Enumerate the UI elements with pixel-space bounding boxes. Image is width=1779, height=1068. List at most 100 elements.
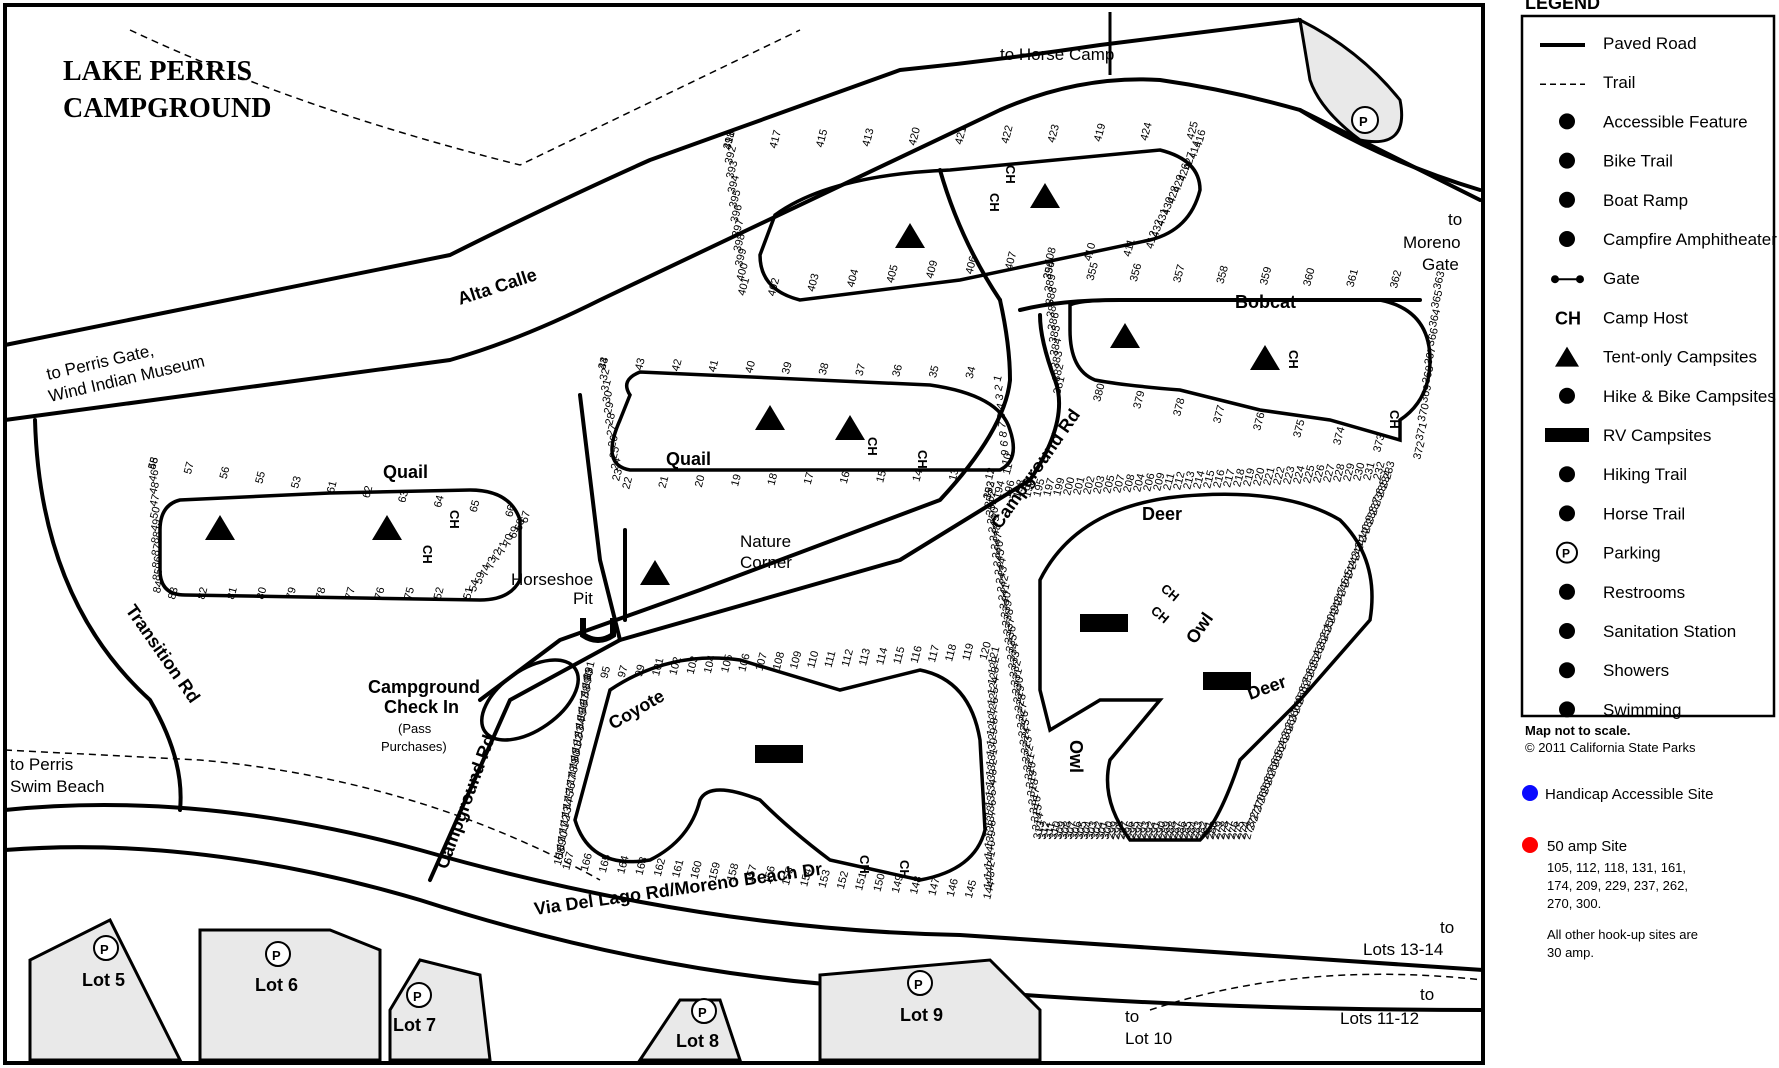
bicycle-icon (1559, 152, 1575, 169)
camp-host-icon: CH (1555, 308, 1581, 328)
campsite-number: 388 (1044, 286, 1060, 307)
campsite-number: 244 (1343, 559, 1359, 580)
campsite-number: 59 (473, 571, 488, 586)
tent-icon (205, 515, 235, 540)
campsite-number: 326 (1015, 709, 1031, 730)
bobcat-name: Bobcat (1235, 292, 1296, 312)
lot-10-direction-2: Lot 10 (1125, 1029, 1172, 1048)
legend-copyright: © 2011 California State Parks (1525, 740, 1696, 755)
campsite-number: 228 (1331, 462, 1347, 483)
campsite-number: 131 (984, 747, 1000, 768)
campsite-number: 208 (1121, 473, 1137, 494)
campsite-number: 421 (953, 125, 969, 146)
campsite-number: 274 (1236, 820, 1252, 841)
trail-path-bottom (4, 749, 601, 881)
campsite-number: 342 (995, 573, 1011, 594)
campsite-number: 18 (766, 472, 781, 487)
camp-host-label: CH (987, 193, 1002, 212)
campsite-number: 164 (615, 854, 631, 875)
campsite-number: 3 (993, 393, 1006, 402)
campsite-number: 332 (1008, 658, 1024, 679)
campsite-number: 175 (561, 789, 577, 810)
campsite-number: 35 (927, 364, 942, 379)
campsite-number: 162 (652, 857, 668, 878)
campsite-number: 128 (985, 717, 1001, 738)
campsite-number: 105 (719, 653, 735, 674)
campsite-number: 158 (725, 862, 741, 883)
campsite-number: 49 (149, 518, 164, 533)
campsite-number: 179 (566, 757, 582, 778)
campsite-number: 159 (707, 861, 723, 882)
campsite-number: 368 (1420, 364, 1436, 385)
campsite-number: 318 (1025, 777, 1041, 798)
check-in-label-1: Campground (368, 677, 480, 697)
campsite-number: 407 (1003, 250, 1019, 271)
campsite-number: 347 (989, 531, 1005, 552)
campsite-number: 169 (553, 838, 569, 859)
campsite-number: 22 (620, 476, 635, 491)
legend-label: Accessible Feature (1603, 112, 1748, 131)
campsite-number: 235 (1374, 478, 1390, 499)
campsite-number: 176 (562, 781, 578, 802)
footprint-icon (1559, 466, 1575, 483)
campsite-number: 381 (1051, 375, 1067, 396)
campsite-number: 21 (657, 475, 672, 490)
campsite-number: 393 (724, 159, 740, 180)
campsite-number: 321 (1021, 752, 1037, 773)
campsite-number: 290 (1152, 820, 1168, 841)
restroom-icon (1559, 583, 1575, 600)
campsite-number: 352 (983, 488, 999, 509)
campsite-number: 424 (1138, 121, 1154, 142)
campsite-number: 108 (771, 651, 787, 672)
camp-host-label: CH (897, 860, 912, 879)
campsite-number: 212 (1171, 470, 1187, 491)
swim-beach-direction-2: Swim Beach (10, 777, 104, 796)
amp50-line-2: 174, 209, 229, 237, 262, (1547, 878, 1688, 893)
campsite-number: 157 (743, 863, 759, 884)
campsite-number: 19 (729, 473, 744, 488)
rv-icon (1545, 428, 1589, 442)
campsite-number: 390 (1041, 260, 1057, 281)
alta-calle-road (3, 77, 1482, 422)
campsite-number: 47 (148, 493, 163, 508)
campsite-number: 308 (1058, 820, 1074, 841)
legend-label: Hiking Trail (1603, 465, 1687, 484)
campsite-number: 278 (1215, 820, 1231, 841)
camp-host-label: CH (1387, 410, 1402, 429)
camp-host-label: CH (1003, 165, 1018, 184)
campsite-number: 242 (1350, 541, 1366, 562)
legend-label: Boat Ramp (1603, 191, 1688, 210)
shower-icon (1559, 662, 1575, 679)
campsite-number: 181 (569, 741, 585, 762)
moreno-gate-direction-2: Moreno (1403, 233, 1461, 252)
campsite-number: 78 (314, 586, 329, 601)
campsite-number: 74 (478, 563, 493, 578)
lots-11-12-direction-2: Lots 11-12 (1340, 1009, 1419, 1028)
lot-8: P Lot 8 (676, 998, 719, 1051)
campsite-number: 222 (1271, 465, 1287, 486)
campsite-number: 217 (1221, 468, 1237, 489)
lot-5: P Lot 5 (82, 935, 125, 990)
campsite-number: 155 (780, 866, 796, 887)
campsite-number: 124 (986, 676, 1002, 697)
horseshoe-pit-label-1: Horseshoe (511, 570, 593, 589)
bobcat-loop (1068, 298, 1432, 443)
via-del-lago-road (3, 803, 1485, 972)
campsite-number: 418 (721, 130, 737, 151)
campsite-number: 196 (1001, 479, 1017, 500)
swimmer-icon (1559, 701, 1575, 718)
campsite-number: 254 (1308, 649, 1324, 670)
campsite-number: 17 (802, 471, 817, 486)
campsite-number: 284 (1184, 820, 1200, 841)
campsite-number: 325 (1016, 718, 1032, 739)
campsite-number: 336 (1003, 624, 1019, 645)
campsite-number: 183 (571, 725, 587, 746)
campsite-number: 293 (1136, 820, 1152, 841)
campsite-number: 255 (1304, 658, 1320, 679)
campsite-number: 170 (555, 830, 571, 851)
campsite-number: 269 (1255, 784, 1271, 805)
campsite-number: 246 (1336, 577, 1352, 598)
campsite-number: 358 (1215, 264, 1231, 285)
campsite-number: 27 (605, 423, 620, 438)
map-frame (3, 3, 1485, 1065)
